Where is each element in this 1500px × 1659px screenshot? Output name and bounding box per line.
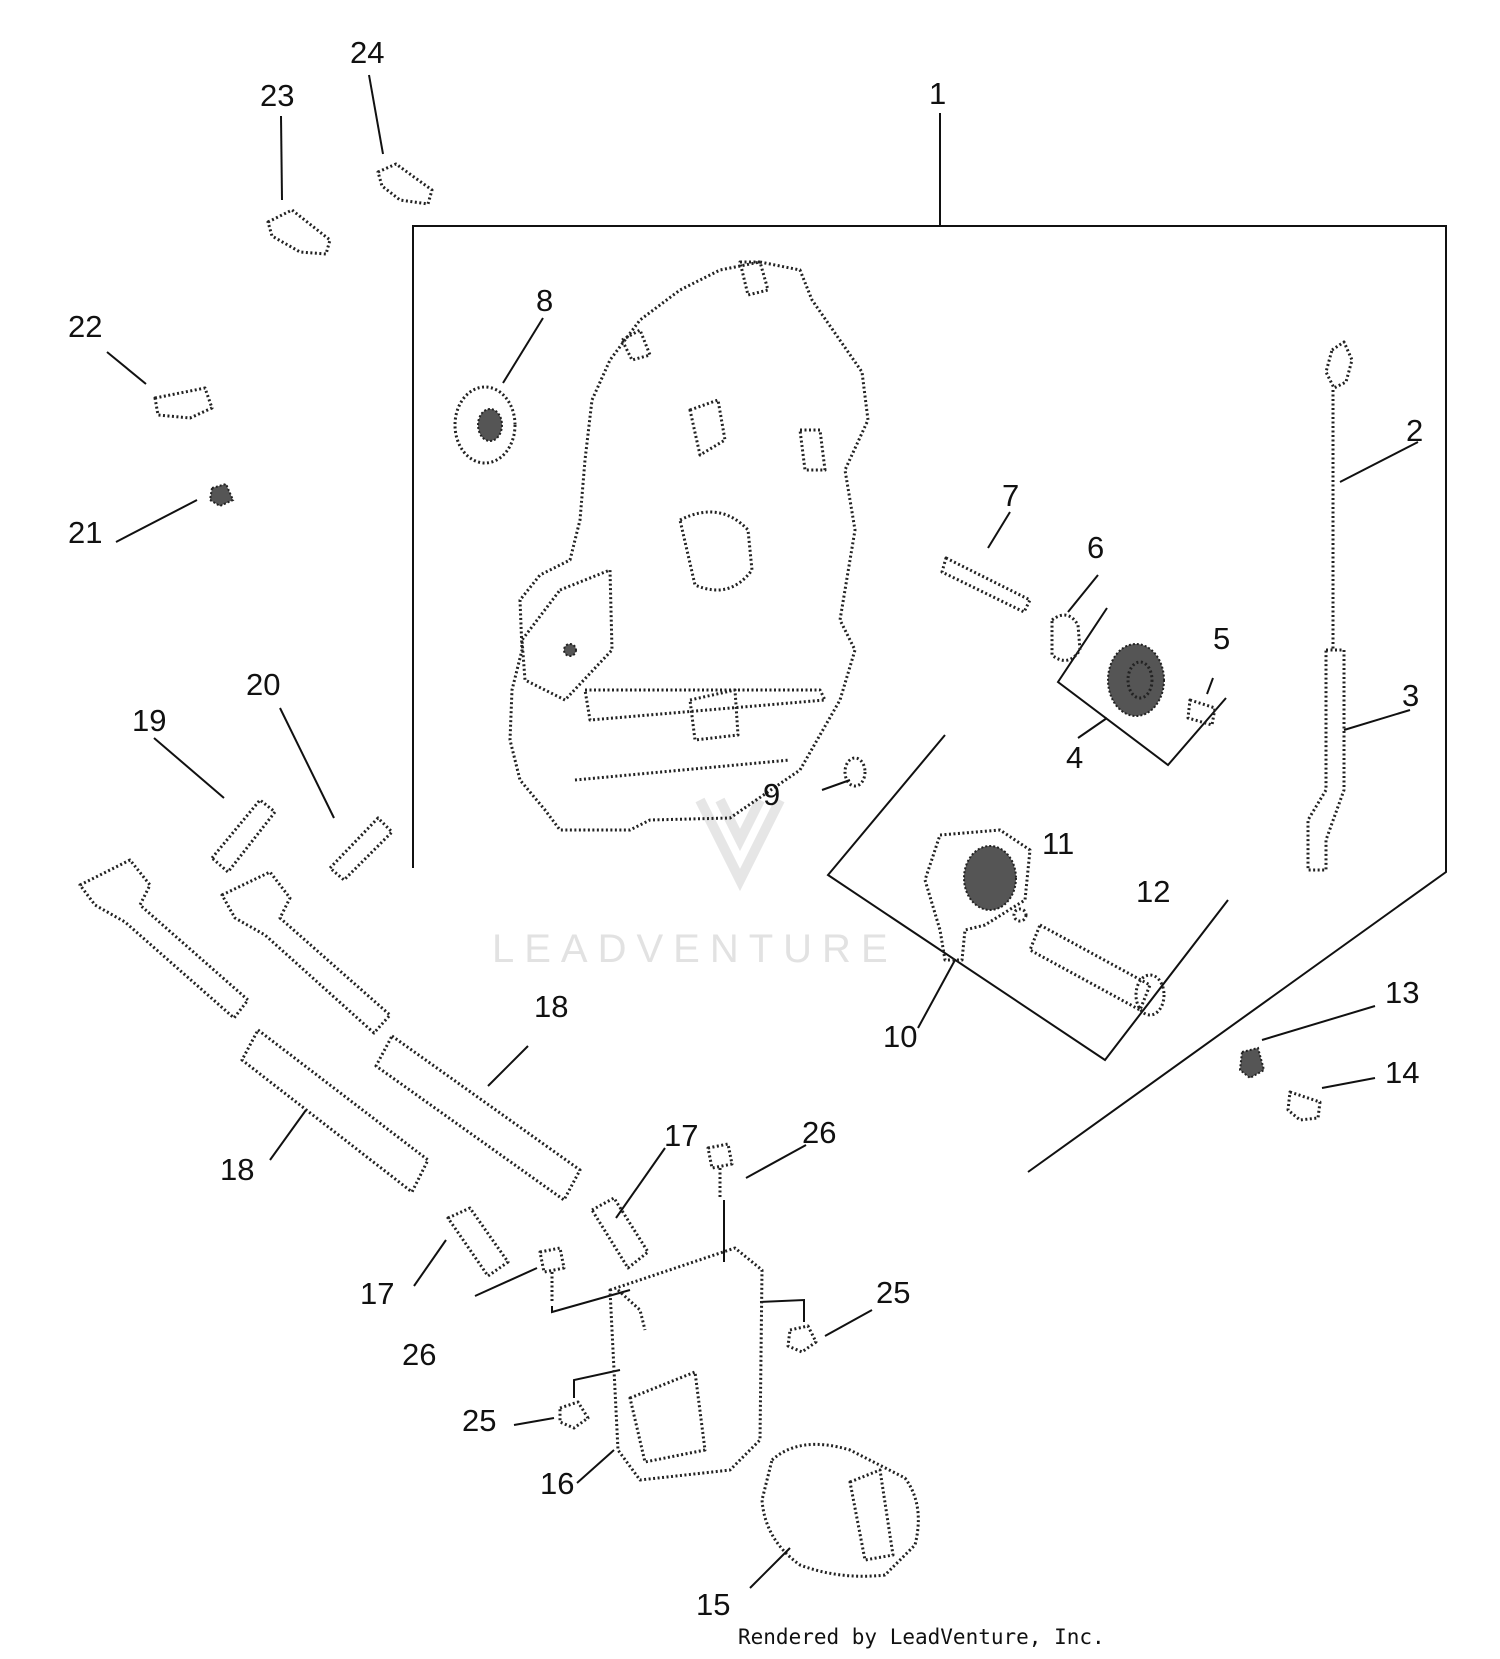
- callout-26-left: 26: [402, 1337, 436, 1372]
- hose-fitting-19: [210, 798, 277, 874]
- bracket-10: [826, 734, 1229, 1062]
- callout-14: 14: [1385, 1055, 1419, 1090]
- dipstick: [1324, 340, 1354, 650]
- callout-6: 6: [1087, 530, 1104, 565]
- callout-20: 20: [246, 667, 280, 702]
- oil-cooler-hose-right: [220, 870, 582, 1202]
- callout-21: 21: [68, 515, 102, 550]
- watermark-logo-icon: [695, 797, 785, 892]
- bracket-4: [1056, 607, 1227, 767]
- callout-25-right: 25: [876, 1275, 910, 1310]
- footer-credit: Rendered by LeadVenture, Inc.: [738, 1625, 1105, 1649]
- hose-fitting-20: [328, 816, 394, 882]
- leader-lines: [106, 74, 1419, 1589]
- callout-11: 11: [1042, 826, 1074, 861]
- callout-2: 2: [1406, 413, 1423, 448]
- bolt-26-right: [706, 1142, 734, 1198]
- plug: [1238, 1046, 1266, 1080]
- leader-10: [917, 959, 956, 1029]
- oil-filter: [760, 1442, 920, 1578]
- adapter-22: [153, 386, 214, 420]
- oil-filter-adapter: [608, 1246, 764, 1482]
- callout-labels: 1 2 3 4 5 6 7 8 9 10 11 12 13 14 15 16 1…: [68, 35, 1423, 1622]
- watermark: LEADVENTURE: [492, 797, 898, 971]
- governor-shaft: [940, 556, 1032, 614]
- hose-fitting-17-right: [590, 1196, 650, 1270]
- callout-8: 8: [536, 283, 553, 318]
- dipstick-tube: [1306, 648, 1346, 872]
- hose-fitting-17-left: [446, 1206, 510, 1278]
- o-ring: [843, 756, 867, 788]
- callout-15: 15: [696, 1587, 730, 1622]
- callout-24: 24: [350, 35, 384, 70]
- gear-washer: [1050, 613, 1082, 662]
- regulator-pin: [1186, 698, 1217, 727]
- callout-5: 5: [1213, 621, 1230, 656]
- governor-gear: [1107, 643, 1165, 717]
- oil-pump-rotor: [1012, 907, 1166, 1017]
- callout-3: 3: [1402, 678, 1419, 713]
- hose-fitting-24: [376, 162, 434, 206]
- callout-25-left: 25: [462, 1403, 496, 1438]
- callout-17-right: 17: [664, 1118, 698, 1153]
- callout-17-left: 17: [360, 1276, 394, 1311]
- callout-7: 7: [1002, 478, 1019, 513]
- nut-25-left: [558, 1400, 590, 1430]
- callout-9: 9: [763, 777, 780, 812]
- assembly-bracket-1: [412, 113, 1447, 1173]
- callout-22: 22: [68, 309, 102, 344]
- bolt-26-left: [538, 1246, 566, 1302]
- callout-12: 12: [1136, 874, 1170, 909]
- nut-25-right: [786, 1324, 818, 1354]
- callout-26-right: 26: [802, 1115, 836, 1150]
- callout-4: 4: [1066, 740, 1083, 775]
- drain-plug: [1286, 1090, 1322, 1122]
- hose-fitting-23: [266, 208, 332, 256]
- watermark-text: LEADVENTURE: [492, 927, 898, 971]
- nut-leader-right: [759, 1298, 805, 1322]
- oil-pump-housing: [923, 828, 1032, 962]
- plug-21: [208, 482, 235, 508]
- callout-10: 10: [883, 1019, 917, 1054]
- oil-seal: [453, 385, 517, 465]
- callout-23: 23: [260, 78, 294, 113]
- nut-leader-left: [573, 1369, 621, 1398]
- callout-16: 16: [540, 1466, 574, 1501]
- oil-cooler-hose-left: [78, 858, 430, 1194]
- leader-4: [1077, 717, 1108, 739]
- gear-cover-housing: [508, 260, 870, 832]
- bolt-leader-left: [551, 1289, 631, 1314]
- callout-13: 13: [1385, 975, 1419, 1010]
- callout-18-left: 18: [220, 1152, 254, 1187]
- callout-18-right: 18: [534, 989, 568, 1024]
- callout-19: 19: [132, 703, 166, 738]
- callout-1: 1: [929, 76, 946, 111]
